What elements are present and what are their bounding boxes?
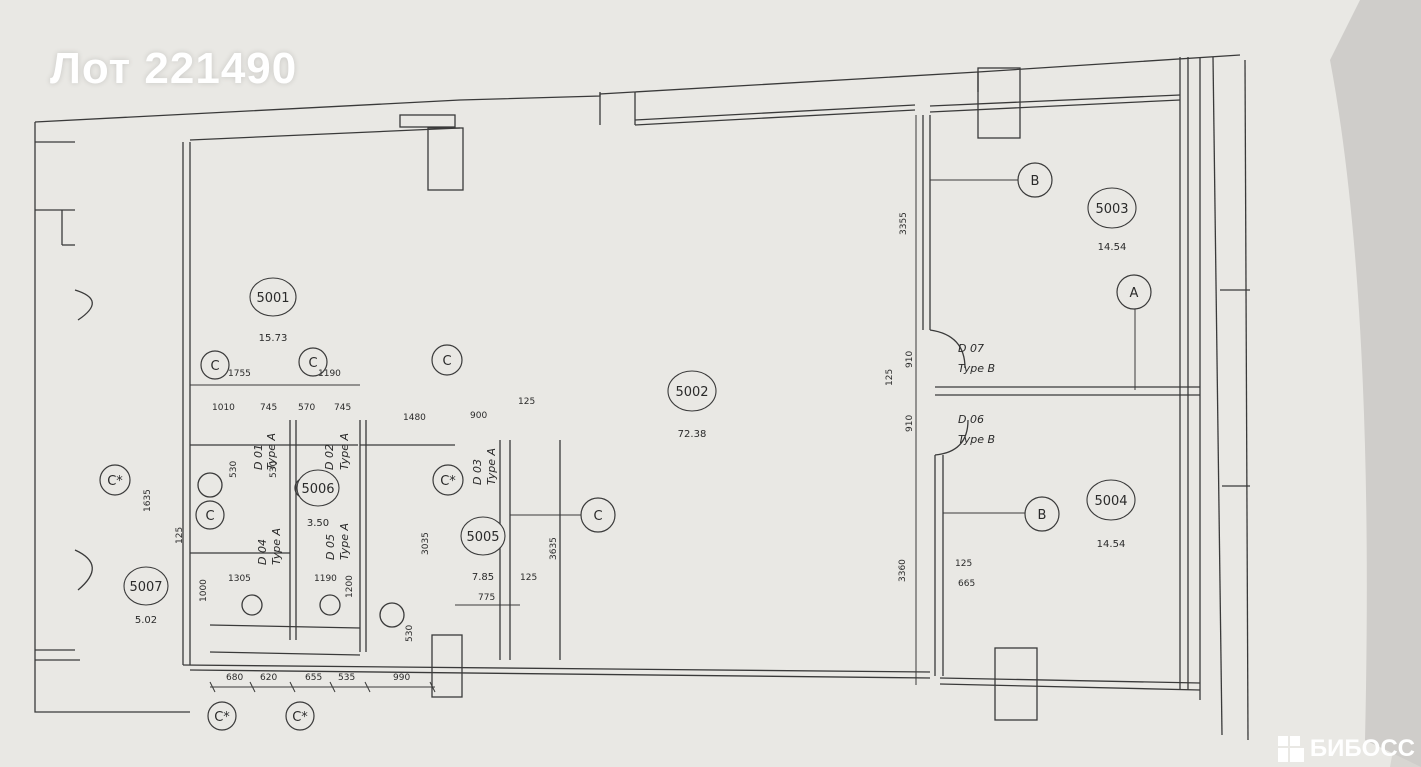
tag-b-upper: B (1031, 174, 1040, 189)
dim-3635: 3635 (549, 537, 559, 560)
dim-1010: 1010 (212, 403, 235, 413)
lot-title: Лот 221490 (50, 44, 298, 93)
dim-3360: 3360 (898, 559, 908, 582)
room-5005-number: 5005 (466, 530, 499, 545)
dim-665: 665 (958, 579, 975, 589)
dim-910-a: 910 (905, 351, 915, 368)
bibos-logo-icon (1277, 736, 1304, 762)
tag-c-right: C (593, 509, 602, 524)
dimension-ticks (190, 115, 917, 693)
room-5001-area: 15.73 (259, 333, 288, 344)
tag-cstar-bottom-2: C* (292, 710, 308, 725)
room-5004-number: 5004 (1094, 494, 1127, 509)
room-5003-number: 5003 (1095, 202, 1128, 217)
dim-745-a: 745 (260, 403, 277, 413)
dim-745-b: 745 (334, 403, 351, 413)
door-d02-code: D 02 (323, 444, 336, 470)
room-5007-number: 5007 (129, 580, 162, 595)
dim-125-b: 125 (955, 559, 972, 569)
dim-910-b: 910 (905, 415, 915, 432)
tag-a: A (1130, 286, 1139, 301)
tag-cstar-mid: C* (440, 474, 456, 489)
door-d05-code: D 05 (324, 534, 337, 560)
tag-cstar-bottom-1: C* (214, 710, 230, 725)
brand-name: БИБОСС (1309, 735, 1415, 762)
door-d01-code: D 01 (252, 444, 265, 470)
door-d07-code: D 07 (958, 342, 984, 355)
dimensions: 3355 910 125 910 3360 125 665 1755 1190 … (143, 212, 975, 683)
room-5007-area: 5.02 (135, 615, 157, 626)
dim-530-a: 530 (229, 461, 239, 478)
room-5003-area: 14.54 (1098, 242, 1127, 253)
tag-c-1: C (210, 359, 219, 374)
leader-lines (510, 179, 1136, 516)
dim-125-c: 125 (518, 397, 535, 407)
door-d01-type: Type A (265, 433, 278, 470)
dim-1190-a: 1190 (318, 369, 341, 379)
room-5002-number: 5002 (675, 385, 708, 400)
dim-3035: 3035 (421, 532, 431, 555)
door-d03-type: Type A (485, 448, 498, 485)
dim-1635: 1635 (143, 489, 153, 512)
dim-1200: 1200 (345, 575, 355, 598)
tag-markers (99, 162, 1152, 731)
door-d04-code: D 04 (256, 539, 269, 565)
dim-990: 990 (393, 673, 410, 683)
paper-shadow (1330, 0, 1421, 767)
dim-125-a: 125 (885, 369, 895, 386)
dim-530-c: 530 (405, 625, 415, 642)
dim-3355: 3355 (899, 212, 909, 235)
dim-1480: 1480 (403, 413, 426, 423)
wall-lines (34, 54, 1250, 741)
dim-1190-b: 1190 (314, 574, 337, 584)
door-d06-type: Type B (958, 433, 995, 446)
door-d06-code: D 06 (958, 413, 984, 426)
room-5002-area: 72.38 (678, 429, 707, 440)
room-number-circles (123, 187, 1137, 606)
door-d05-type: Type A (338, 523, 351, 560)
door-d07-type: Type B (958, 362, 995, 375)
tag-cstar-left: C* (107, 474, 123, 489)
dim-1000: 1000 (199, 579, 209, 602)
dim-680: 680 (226, 673, 243, 683)
room-5006-number: 5006 (301, 482, 334, 497)
dim-1305: 1305 (228, 574, 251, 584)
door-d03-code: D 03 (471, 459, 484, 485)
dim-620: 620 (260, 673, 277, 683)
tag-c-3: C (442, 354, 451, 369)
dim-900: 900 (470, 411, 487, 421)
door-d02-type: Type A (338, 433, 351, 470)
tag-c-2: C (308, 356, 317, 371)
tag-c-4: C (205, 509, 214, 524)
room-5006-area: 3.50 (307, 518, 329, 529)
dim-775: 775 (478, 593, 495, 603)
room-5004-area: 14.54 (1097, 539, 1126, 550)
tag-b-lower: B (1038, 508, 1047, 523)
dim-125-e: 125 (520, 573, 537, 583)
dim-125-d: 125 (175, 527, 185, 544)
dim-1755: 1755 (228, 369, 251, 379)
brand-watermark: БИБОСС (1277, 735, 1415, 763)
dim-530-b: 530 (269, 461, 279, 478)
dim-535: 535 (338, 673, 355, 683)
dim-655: 655 (305, 673, 322, 683)
room-5005-area: 7.85 (472, 572, 494, 583)
dim-570: 570 (298, 403, 315, 413)
room-5001-number: 5001 (256, 291, 289, 306)
door-d04-type: Type A (270, 528, 283, 565)
